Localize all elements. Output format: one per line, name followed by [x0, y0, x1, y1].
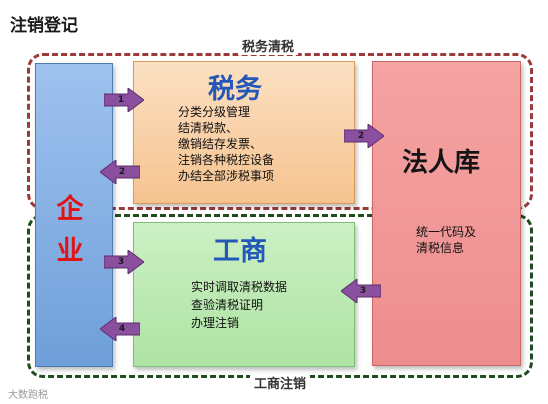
arrow-step-number: 2: [357, 131, 365, 141]
arrow-step-number: 2: [118, 167, 126, 177]
legal-database-title: 法人库: [402, 148, 481, 178]
tax-step: 注销各种税控设备: [178, 153, 275, 167]
commerce-step: 实时调取清税数据: [191, 280, 288, 294]
commerce-steps-list: 实时调取清税数据 查验清税证明 办理注销: [191, 278, 287, 332]
arrow-step-number: 3: [117, 257, 125, 267]
legal-database-body: 统一代码及 清税信息: [416, 224, 476, 256]
enterprise-title-char-2: 业: [56, 236, 84, 267]
arrow-right-icon: 2: [343, 123, 385, 152]
page-title: 注销登记: [10, 16, 78, 36]
commerce-step: 办理注销: [191, 316, 240, 330]
legal-database-box: [372, 61, 521, 366]
watermark-text: 大数跑税: [8, 390, 48, 401]
arrow-right-icon: 1: [103, 87, 145, 116]
commerce-cancellation-label: 工商注销: [250, 373, 311, 392]
arrow-step-number: 4: [118, 324, 126, 334]
arrow-left-icon: 2: [99, 159, 141, 188]
legal-database-body-line: 统一代码及: [416, 225, 477, 239]
arrow-left-icon: 4: [99, 316, 141, 345]
tax-step: 办结全部涉税事项: [178, 169, 275, 183]
arrow-left-icon: 3: [340, 278, 382, 307]
commerce-step: 查验清税证明: [191, 298, 264, 312]
arrow-right-icon: 3: [103, 249, 145, 278]
tax-step: 分类分级管理: [178, 105, 251, 119]
tax-title: 税务: [208, 74, 262, 105]
tax-steps-list: 分类分级管理 结清税款、 缴销结存发票、 注销各种税控设备 办结全部涉税事项: [178, 104, 274, 184]
enterprise-title-char-1: 企: [56, 194, 84, 225]
tax-box: [133, 61, 355, 204]
enterprise-title: 企 业: [50, 189, 90, 273]
tax-clearance-label: 税务清税: [238, 36, 299, 55]
enterprise-box: [35, 63, 113, 367]
arrow-step-number: 1: [117, 95, 125, 105]
arrow-step-number: 3: [359, 286, 367, 296]
commerce-title: 工商: [213, 236, 267, 267]
tax-step: 结清税款、: [178, 121, 239, 135]
legal-database-body-line: 清税信息: [416, 241, 465, 255]
tax-step: 缴销结存发票、: [178, 137, 263, 151]
commerce-box: [133, 222, 355, 367]
